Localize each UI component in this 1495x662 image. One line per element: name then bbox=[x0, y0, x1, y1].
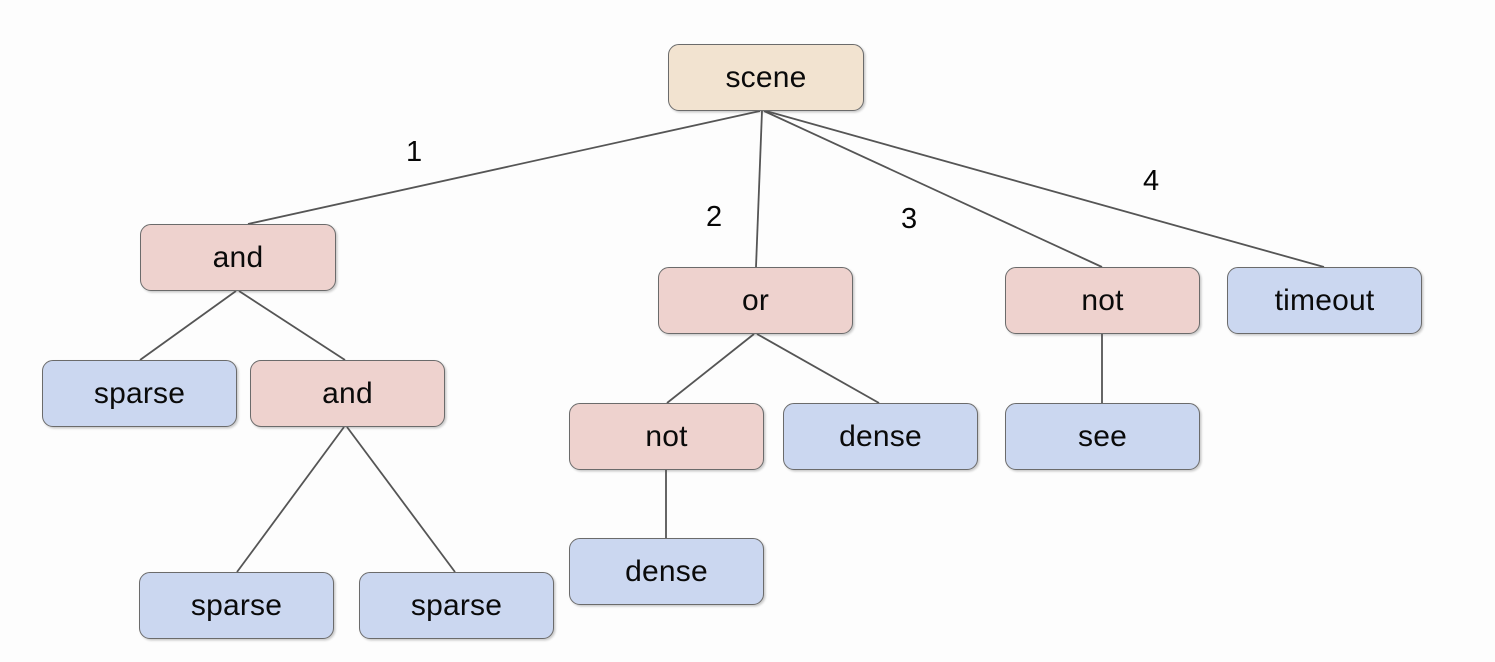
tree-edge-or1-to-not1 bbox=[666, 333, 755, 404]
tree-node-not2[interactable]: not bbox=[1005, 267, 1200, 334]
tree-node-label: sparse bbox=[190, 588, 283, 622]
tree-node-sparse2[interactable]: sparse bbox=[139, 572, 334, 639]
tree-edge-scene-to-and1 bbox=[247, 110, 761, 225]
tree-edge-and2-to-sparse3 bbox=[346, 426, 456, 573]
tree-node-label: see bbox=[1078, 419, 1127, 453]
tree-edge-and1-to-sparse1 bbox=[139, 290, 237, 361]
tree-edge-scene-to-timeout1 bbox=[765, 110, 1325, 268]
edge-label-4: 4 bbox=[1143, 165, 1160, 197]
tree-node-label: dense bbox=[625, 554, 708, 588]
tree-node-and1[interactable]: and bbox=[140, 224, 336, 291]
tree-edge-and2-to-sparse2 bbox=[236, 426, 345, 573]
tree-node-dense1[interactable]: dense bbox=[783, 403, 978, 470]
tree-node-label: not bbox=[1081, 283, 1124, 317]
edge-label-1: 1 bbox=[406, 136, 423, 168]
tree-node-scene[interactable]: scene bbox=[668, 44, 864, 111]
tree-node-label: not bbox=[645, 419, 688, 453]
tree-node-dense2[interactable]: dense bbox=[569, 538, 764, 605]
tree-node-timeout1[interactable]: timeout bbox=[1227, 267, 1422, 334]
tree-node-label: sparse bbox=[93, 376, 186, 410]
tree-node-sparse3[interactable]: sparse bbox=[359, 572, 554, 639]
tree-node-label: sparse bbox=[410, 588, 503, 622]
tree-edge-and1-to-and2 bbox=[238, 290, 346, 361]
tree-node-label: or bbox=[741, 283, 770, 317]
tree-node-label: timeout bbox=[1274, 283, 1375, 317]
tree-node-label: dense bbox=[839, 419, 922, 453]
tree-node-label: scene bbox=[725, 60, 807, 94]
edge-label-3: 3 bbox=[901, 203, 918, 235]
tree-node-label: and bbox=[212, 240, 264, 274]
tree-node-label: and bbox=[322, 376, 373, 410]
tree-node-see1[interactable]: see bbox=[1005, 403, 1200, 470]
tree-edge-or1-to-dense1 bbox=[756, 333, 880, 404]
tree-edge-scene-to-or1 bbox=[755, 110, 763, 268]
tree-node-sparse1[interactable]: sparse bbox=[42, 360, 237, 427]
tree-node-not1[interactable]: not bbox=[569, 403, 764, 470]
tree-node-and2[interactable]: and bbox=[250, 360, 445, 427]
tree-edge-scene-to-not2 bbox=[763, 110, 1103, 268]
edge-label-2: 2 bbox=[706, 201, 723, 233]
tree-node-or1[interactable]: or bbox=[658, 267, 853, 334]
